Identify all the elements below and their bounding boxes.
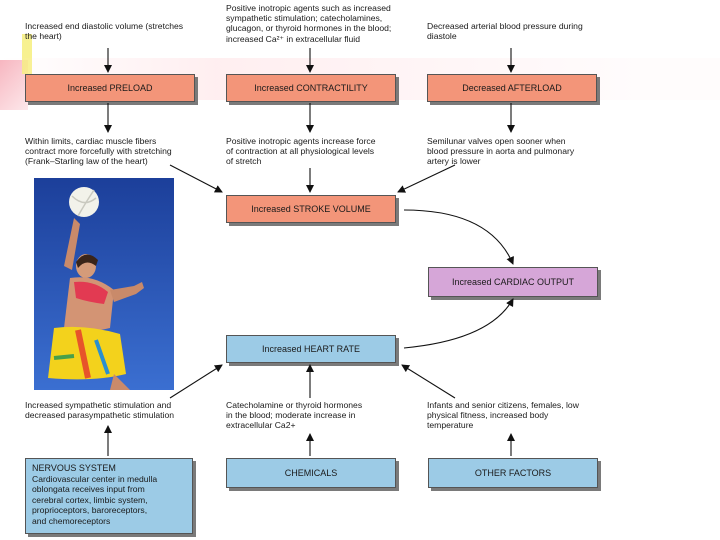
arrow-frank-starling-to-sv bbox=[169, 164, 223, 193]
arrow-other-to-hr bbox=[401, 364, 456, 399]
box-decreased-afterload: Decreased AFTERLOAD bbox=[427, 74, 597, 102]
box-increased-preload: Increased PRELOAD bbox=[25, 74, 195, 102]
arrow-hr-to-cardiac-output bbox=[403, 298, 514, 349]
nervous-system-title: NERVOUS SYSTEM bbox=[32, 463, 116, 473]
text-chemical-factors: Catecholamine or thyroid hormones in the… bbox=[226, 400, 363, 431]
text-frank-starling: Within limits, cardiac muscle fibers con… bbox=[25, 136, 172, 167]
box-increased-cardiac-output: Increased CARDIAC OUTPUT bbox=[428, 267, 598, 297]
volleyball-player-illustration bbox=[34, 178, 174, 390]
text-preload-cause: Increased end diastolic volume (stretche… bbox=[25, 21, 184, 42]
text-afterload-cause: Decreased arterial blood pressure during… bbox=[427, 21, 583, 42]
box-nervous-system: NERVOUS SYSTEM Cardiovascular center in … bbox=[25, 458, 193, 534]
box-increased-stroke-volume: Increased STROKE VOLUME bbox=[226, 195, 396, 223]
text-semilunar-valves: Semilunar valves open sooner when blood … bbox=[427, 136, 575, 167]
decorative-corner-stripe bbox=[22, 34, 32, 74]
nervous-system-description: Cardiovascular center in medulla oblonga… bbox=[32, 474, 158, 526]
arrow-sv-to-cardiac-output bbox=[403, 209, 514, 265]
box-increased-contractility: Increased CONTRACTILITY bbox=[226, 74, 396, 102]
volleyball-player-image bbox=[34, 178, 174, 390]
text-contractility-cause: Positive inotropic agents such as increa… bbox=[226, 3, 392, 44]
text-autonomic-stimulation: Increased sympathetic stimulation and de… bbox=[25, 400, 175, 421]
arrow-valves-to-sv bbox=[397, 164, 456, 193]
text-other-factors-detail: Infants and senior citizens, females, lo… bbox=[427, 400, 579, 431]
text-inotropic-effect: Positive inotropic agents increase force… bbox=[226, 136, 376, 167]
box-other-factors: OTHER FACTORS bbox=[428, 458, 598, 488]
box-chemicals: CHEMICALS bbox=[226, 458, 396, 488]
box-increased-heart-rate: Increased HEART RATE bbox=[226, 335, 396, 363]
arrow-autonomic-to-hr bbox=[169, 364, 223, 399]
